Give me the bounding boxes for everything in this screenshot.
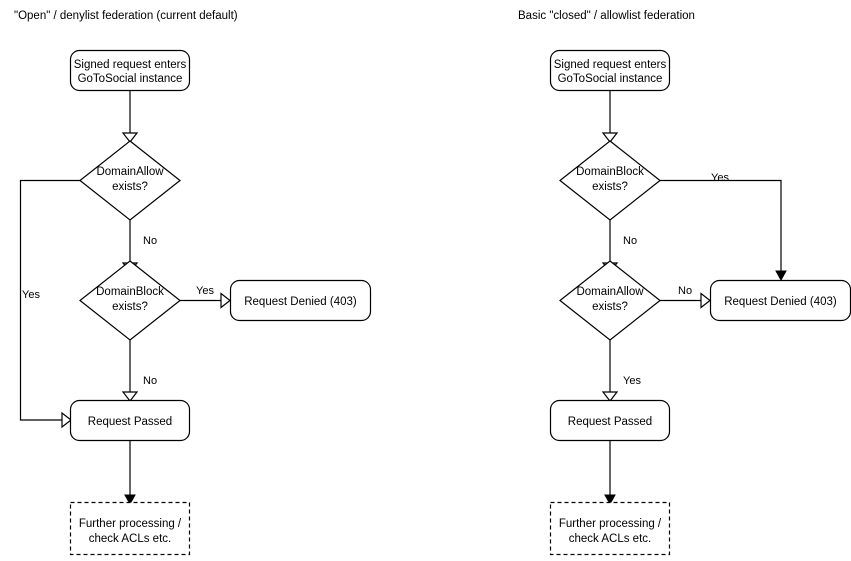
- edge-domainblock-yes-right: [660, 179, 782, 273]
- node-further-processing-right: Further processing / check ACLs etc.: [549, 501, 671, 556]
- edge-label-domainallow-no-right: No: [678, 285, 692, 297]
- domainblock-label-line2: exists?: [112, 301, 148, 313]
- edge-label-domainblock-yes-right: Yes: [711, 172, 729, 184]
- request-passed-label: Request Passed: [568, 416, 652, 428]
- further-processing-box-shape: [69, 501, 191, 556]
- request-denied-box-shape: [229, 279, 372, 322]
- further-processing-label-line2: check ACLs etc.: [89, 533, 171, 545]
- node-entry-left: Signed request enters GoToSocial instanc…: [69, 49, 191, 92]
- panel-closed-allowlist: Basic "closed" / allowlist federation Si…: [518, 10, 851, 556]
- node-request-denied-right: Request Denied (403): [709, 279, 851, 322]
- domainallow-label-line2: exists?: [592, 301, 628, 313]
- node-entry-right: Signed request enters GoToSocial instanc…: [549, 49, 671, 92]
- node-decision-domainblock-left: DomainBlock exists?: [79, 260, 181, 341]
- edge-label-domainallow-yes-right: Yes: [623, 375, 641, 387]
- node-request-passed-left: Request Passed: [69, 399, 191, 442]
- entry-box-label-line1: Signed request enters: [74, 59, 187, 71]
- further-processing-box-shape: [549, 501, 671, 556]
- arrowhead-domainblock-yes-left: [220, 292, 231, 309]
- node-request-passed-right: Request Passed: [549, 399, 671, 442]
- arrowhead-passed-to-further-left: [124, 494, 136, 506]
- edge-label-domainblock-no-right: No: [623, 235, 637, 247]
- domainblock-label-line1: DomainBlock: [96, 286, 164, 298]
- request-denied-label: Request Denied (403): [244, 296, 357, 308]
- further-processing-label-line1: Further processing /: [79, 518, 182, 530]
- domainblock-label-line1: DomainBlock: [576, 166, 644, 178]
- further-processing-label-line1: Further processing /: [559, 518, 662, 530]
- arrowhead-domainblock-yes-right: [775, 270, 787, 282]
- arrowhead-domainallow-yes-right: [601, 391, 619, 402]
- arrowhead-domainallow-yes-left: [61, 411, 72, 429]
- panel-title-open-denylist: "Open" / denylist federation (current de…: [14, 10, 238, 22]
- further-processing-label-line2: check ACLs etc.: [569, 533, 651, 545]
- panel-open-denylist: "Open" / denylist federation (current de…: [14, 10, 372, 556]
- node-decision-domainallow-left: DomainAllow exists?: [79, 140, 181, 221]
- entry-box-label-line1: Signed request enters: [554, 59, 667, 71]
- domainallow-label-line1: DomainAllow: [576, 286, 644, 298]
- request-denied-label: Request Denied (403): [724, 296, 837, 308]
- domainblock-label-line2: exists?: [592, 181, 628, 193]
- panel-title-closed-allowlist: Basic "closed" / allowlist federation: [518, 10, 695, 22]
- arrowhead-entry-to-domainblock-right: [601, 132, 619, 143]
- node-request-denied-left: Request Denied (403): [229, 279, 372, 322]
- edge-label-domainblock-yes-left: Yes: [196, 285, 214, 297]
- entry-box-label-line2: GoToSocial instance: [78, 73, 183, 85]
- arrowhead-passed-to-further-right: [604, 494, 616, 506]
- domainallow-label-line2: exists?: [112, 181, 148, 193]
- domainallow-label-line1: DomainAllow: [96, 166, 164, 178]
- edge-label-domainallow-yes-left: Yes: [22, 289, 40, 301]
- entry-box-label-line2: GoToSocial instance: [558, 73, 663, 85]
- edge-label-domainblock-no-left: No: [143, 375, 157, 387]
- arrowhead-domainblock-no-left: [121, 391, 139, 402]
- node-decision-domainallow-right: DomainAllow exists?: [559, 260, 661, 341]
- node-further-processing-left: Further processing / check ACLs etc.: [69, 501, 191, 556]
- edge-label-domainallow-no-left: No: [143, 235, 157, 247]
- node-decision-domainblock-right: DomainBlock exists?: [559, 140, 661, 221]
- request-passed-label: Request Passed: [88, 416, 172, 428]
- edge-domainallow-yes-left: [19, 179, 80, 421]
- arrowhead-domainallow-no-right: [700, 292, 711, 309]
- arrowhead-entry-to-domainallow-left: [121, 132, 139, 143]
